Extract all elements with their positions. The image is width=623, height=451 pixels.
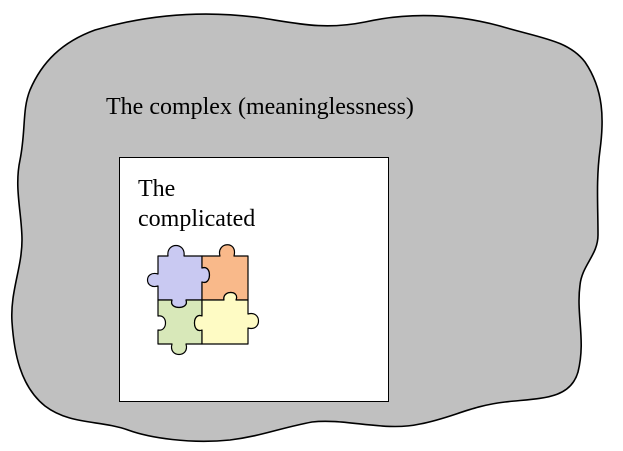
puzzle-piece-bottom-right [193, 291, 260, 345]
complicated-label: The complicated [138, 174, 255, 234]
complex-label: The complex (meaninglessness) [106, 94, 414, 120]
complicated-box: The complicated [119, 157, 389, 402]
jigsaw-puzzle-icon [146, 244, 260, 356]
puzzle-piece-top-left [146, 244, 211, 309]
complicated-label-line1: The [138, 176, 176, 202]
puzzle-piece-top-right [201, 244, 249, 301]
complicated-label-line2: complicated [138, 206, 256, 232]
